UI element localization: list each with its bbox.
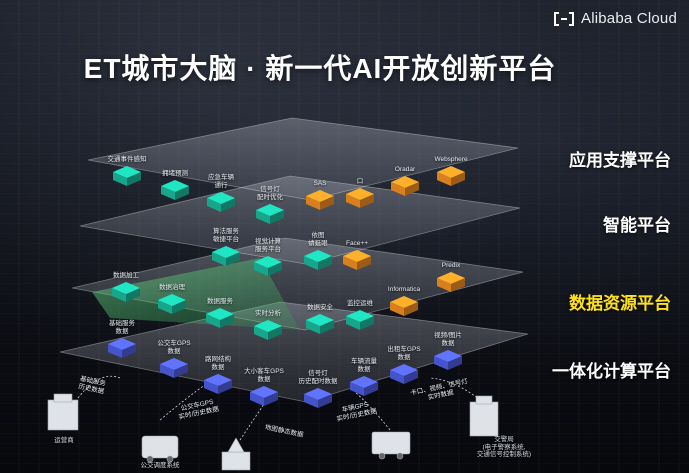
data-node-label: 数据服务 xyxy=(207,298,233,305)
truck-icon xyxy=(371,431,411,460)
app-node-label: 信号灯配时优化 xyxy=(257,186,283,201)
ai-node-label: 视觉计算服务平台 xyxy=(255,238,281,253)
data-plane-green xyxy=(92,258,300,330)
ai-node-label: 依图蜻蜓眼 xyxy=(308,232,328,247)
app-node-6 xyxy=(391,176,419,196)
brand-logo: Alibaba Cloud xyxy=(553,10,677,27)
compute-node-label: 视频/图片数据 xyxy=(434,332,462,347)
app-node-7 xyxy=(437,166,465,186)
compute-node-5 xyxy=(350,376,378,396)
app-node-label: 应急车辆通行 xyxy=(208,174,234,189)
ai-node-label: Predix xyxy=(441,262,461,269)
data-node-label: 监控运维 xyxy=(347,300,373,307)
source-label: 交警局(电子警察系统,交通信号控制系统) xyxy=(476,436,532,458)
app-node-label: 交通事件感知 xyxy=(107,156,147,163)
data-node-label: 实时分析 xyxy=(255,310,281,317)
ai-node-0 xyxy=(212,246,240,266)
ai-node-label: Face++ xyxy=(345,240,369,247)
data-node-3 xyxy=(254,320,282,340)
layer-label-ai: 智能平台 xyxy=(603,216,671,235)
data-node-6 xyxy=(390,296,418,316)
app-node-label: 拥堵预测 xyxy=(162,170,188,177)
app-node-label: 口 xyxy=(356,178,364,185)
operator-building-icon xyxy=(47,393,79,431)
compute-node-3 xyxy=(250,386,278,406)
data-node-label: 数据治理 xyxy=(159,284,185,291)
ai-node-2 xyxy=(304,250,332,270)
app-node-2 xyxy=(207,192,235,212)
app-node-4 xyxy=(306,190,334,210)
ai-node-label: 算法服务敏捷平台 xyxy=(213,228,239,243)
data-node-5 xyxy=(346,310,374,330)
compute-node-label: 车辆流量数据 xyxy=(351,358,377,373)
brand-name: Alibaba Cloud xyxy=(581,10,677,27)
bus-icon xyxy=(141,435,179,463)
ai-node-3 xyxy=(343,250,371,270)
compute-node-label: 基础服务数据 xyxy=(109,320,135,335)
source-label: 运营商 xyxy=(54,437,74,444)
alibaba-cloud-icon xyxy=(554,11,574,26)
layer-label-compute: 一体化计算平台 xyxy=(552,362,671,381)
layer-label-data: 数据资源平台 xyxy=(569,294,671,313)
app-node-label: Oradar xyxy=(394,166,416,173)
compute-node-2 xyxy=(204,374,232,394)
app-plane xyxy=(87,117,519,201)
compute-node-label: 信号灯历史配时数据 xyxy=(298,370,338,385)
data-node-4 xyxy=(306,314,334,334)
ai-node-1 xyxy=(254,256,282,276)
flow-lines xyxy=(77,375,481,441)
app-node-5 xyxy=(346,188,374,208)
app-node-label: SAS xyxy=(313,180,327,187)
compute-node-1 xyxy=(160,358,188,378)
layer-label-app: 应用支撑平台 xyxy=(569,151,671,170)
app-node-0 xyxy=(113,166,141,186)
compute-node-6 xyxy=(390,364,418,384)
ai-node-4 xyxy=(437,272,465,292)
data-node-label: Informatica xyxy=(387,286,421,293)
police-building-icon xyxy=(469,395,499,437)
compute-node-4 xyxy=(304,388,332,408)
data-node-0 xyxy=(112,282,140,302)
data-node-label: 数据安全 xyxy=(307,304,333,311)
app-node-label: Websphere xyxy=(434,156,468,163)
data-node-label: 数据加工 xyxy=(113,272,139,279)
page-title: ET城市大脑 · 新一代AI开放创新平台 xyxy=(83,53,557,84)
data-node-1 xyxy=(158,294,186,314)
map-pin-icon xyxy=(221,437,251,471)
data-node-2 xyxy=(206,308,234,328)
app-node-1 xyxy=(161,180,189,200)
app-node-3 xyxy=(256,204,284,224)
compute-node-label: 路网结构数据 xyxy=(205,356,231,371)
source-label: 公交调度系统 xyxy=(140,462,180,469)
compute-node-0 xyxy=(108,338,136,358)
compute-node-7 xyxy=(434,350,462,370)
